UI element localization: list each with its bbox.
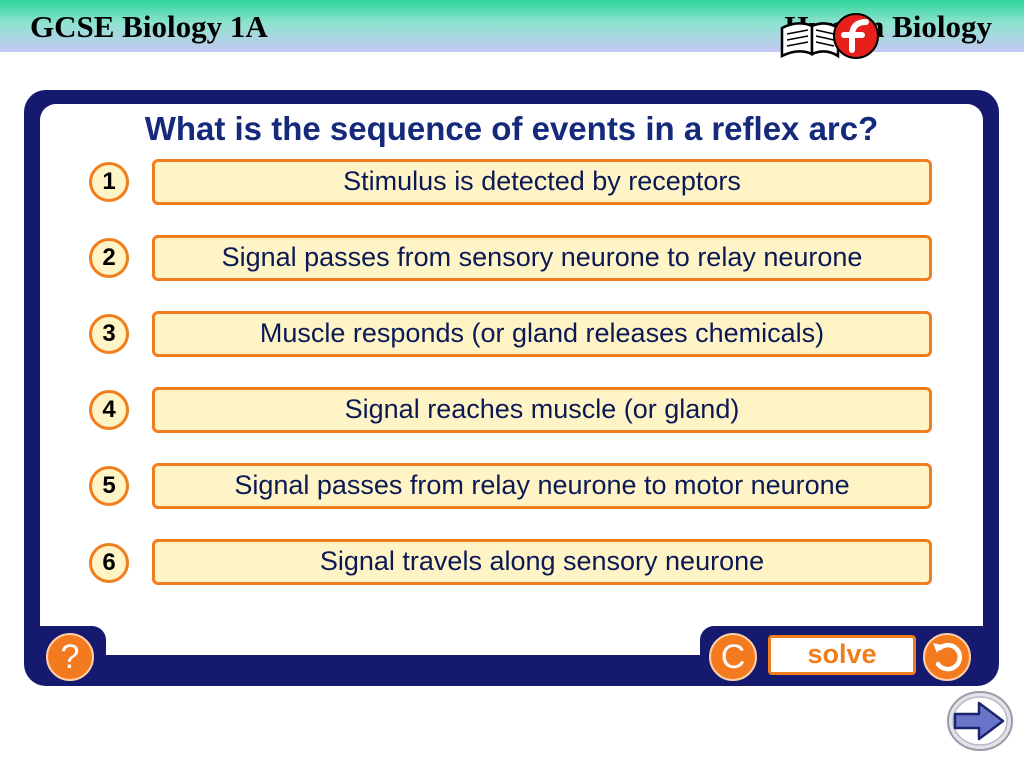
sequence-item-6[interactable]: Signal travels along sensory neurone (152, 539, 932, 585)
sequence-item-1[interactable]: Stimulus is detected by receptors (152, 159, 932, 205)
question-mark-icon: ? (60, 638, 80, 676)
item-number-1: 1 (89, 162, 129, 202)
item-number-3: 3 (89, 314, 129, 354)
next-arrow-icon (953, 701, 1005, 741)
sequence-item-5[interactable]: Signal passes from relay neurone to moto… (152, 463, 932, 509)
undo-arrow-icon (933, 642, 962, 672)
clear-button[interactable]: C (709, 633, 757, 681)
reset-button[interactable] (923, 633, 971, 681)
item-number-6: 6 (89, 543, 129, 583)
item-number-5: 5 (89, 466, 129, 506)
course-title: GCSE Biology 1A (30, 9, 268, 44)
next-button[interactable] (945, 690, 1015, 752)
question-title: What is the sequence of events in a refl… (144, 110, 879, 147)
sequence-item-4[interactable]: Signal reaches muscle (or gland) (152, 387, 932, 433)
item-number-2: 2 (89, 238, 129, 278)
clear-icon: C (720, 638, 746, 676)
help-button[interactable]: ? (46, 633, 94, 681)
solve-button[interactable]: solve (768, 635, 916, 675)
sequence-item-2[interactable]: Signal passes from sensory neurone to re… (152, 235, 932, 281)
book-flash-logo-icon (780, 13, 879, 59)
item-number-4: 4 (89, 390, 129, 430)
sequence-item-3[interactable]: Muscle responds (or gland releases chemi… (152, 311, 932, 357)
